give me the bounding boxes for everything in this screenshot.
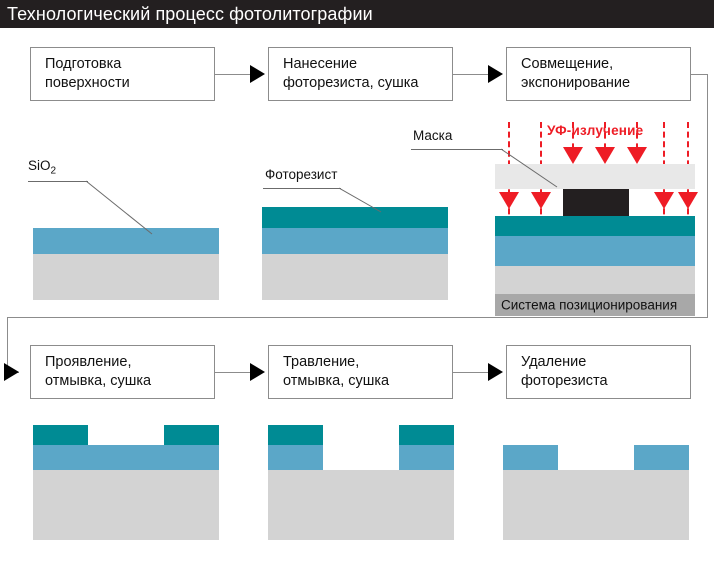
positioning-stage-label: Система позиционирования — [501, 297, 678, 313]
wrap-connector-right — [707, 74, 708, 318]
oxide-layer — [495, 236, 695, 266]
process-box-surface-prep[interactable]: Подготовка поверхности — [30, 47, 215, 101]
mask-plate — [495, 164, 695, 189]
oxide-layer — [33, 228, 219, 254]
uv-arrowhead-blocked-1 — [563, 147, 583, 164]
callout-oxide-leader-h — [28, 181, 88, 182]
substrate-layer — [268, 470, 454, 540]
mask-opaque-block — [563, 189, 629, 216]
photoresist-layer — [262, 207, 448, 228]
wafer-stage-2-coated — [262, 207, 448, 300]
process-box-label: Совмещение, экспонирование — [521, 56, 631, 91]
uv-arrowhead-blocked-2 — [595, 147, 615, 164]
callout-mask-leader-h — [411, 149, 503, 150]
connector-line-2 — [453, 74, 491, 75]
page-title: Технологический процесс фотолитографии — [7, 4, 373, 24]
uv-arrowhead-pass-3 — [654, 192, 674, 209]
wrap-connector-top — [691, 74, 708, 75]
wafer-stage-3-exposure: УФ-излучение Система позиционирования — [495, 120, 698, 316]
callout-photoresist: Фоторезист — [265, 167, 338, 182]
wrap-connector-left — [7, 317, 8, 372]
oxide-left — [268, 445, 323, 470]
photoresist-right — [164, 425, 219, 445]
process-box-label: Проявление, отмывка, сушка — [45, 354, 152, 389]
callout-oxide: SiO2 — [28, 158, 56, 180]
connector-arrow-1 — [250, 65, 265, 83]
photoresist-right — [399, 425, 454, 445]
substrate-layer — [503, 470, 689, 540]
process-box-label: Подготовка поверхности — [45, 56, 130, 91]
uv-ray-4 — [604, 122, 606, 160]
process-box-etch[interactable]: Травление, отмывка, сушка — [268, 345, 453, 399]
connector-line-4 — [453, 372, 491, 373]
oxide-layer — [262, 228, 448, 254]
wafer-stage-5-etched — [268, 425, 454, 540]
oxide-right — [399, 445, 454, 470]
connector-arrow-4 — [488, 363, 503, 381]
substrate-layer — [33, 470, 219, 540]
uv-arrowhead-blocked-3 — [627, 147, 647, 164]
oxide-right — [634, 445, 689, 470]
callout-oxide-leader-d — [86, 180, 153, 235]
photoresist-left — [33, 425, 88, 445]
title-bar: Технологический процесс фотолитографии — [0, 0, 714, 28]
callout-mask-leader-d — [501, 148, 558, 188]
connector-arrow-2 — [488, 65, 503, 83]
wafer-stage-4-developed — [33, 425, 219, 540]
process-box-resist-coat[interactable]: Нанесение фоторезиста, сушка — [268, 47, 453, 101]
oxide-left — [503, 445, 558, 470]
uv-arrowhead-pass-1 — [499, 192, 519, 209]
process-box-develop[interactable]: Проявление, отмывка, сушка — [30, 345, 215, 399]
uv-arrowhead-pass-2 — [531, 192, 551, 209]
callout-photoresist-leader-d — [339, 187, 382, 213]
positioning-stage-bar: Система позиционирования — [495, 294, 695, 316]
uv-arrowhead-pass-4 — [678, 192, 698, 209]
connector-line-1 — [215, 74, 253, 75]
callout-mask: Маска — [413, 128, 453, 143]
process-box-label: Нанесение фоторезиста, сушка — [283, 56, 419, 91]
title-underline — [0, 28, 714, 31]
process-box-align-expose[interactable]: Совмещение, экспонирование — [506, 47, 691, 101]
uv-ray-3 — [572, 122, 574, 160]
callout-oxide-text: SiO — [28, 158, 51, 173]
callout-oxide-subscript: 2 — [50, 165, 57, 177]
oxide-layer — [33, 445, 219, 470]
photoresist-layer — [495, 216, 695, 236]
process-box-label: Удаление фоторезиста — [521, 354, 608, 389]
process-box-label: Травление, отмывка, сушка — [283, 354, 390, 389]
wafer-stage-6-stripped — [503, 425, 689, 540]
uv-ray-5 — [636, 122, 638, 160]
wrap-connector-bottom — [7, 317, 707, 318]
process-box-resist-strip[interactable]: Удаление фоторезиста — [506, 345, 691, 399]
substrate-layer — [495, 266, 695, 294]
callout-photoresist-leader-h — [263, 188, 341, 189]
connector-arrow-wrap — [4, 363, 19, 381]
connector-line-3 — [215, 372, 253, 373]
wafer-stage-1-oxidized — [33, 228, 219, 300]
connector-arrow-3 — [250, 363, 265, 381]
callout-uv-radiation: УФ-излучение — [547, 123, 644, 138]
photoresist-left — [268, 425, 323, 445]
substrate-layer — [33, 254, 219, 300]
substrate-layer — [262, 254, 448, 300]
